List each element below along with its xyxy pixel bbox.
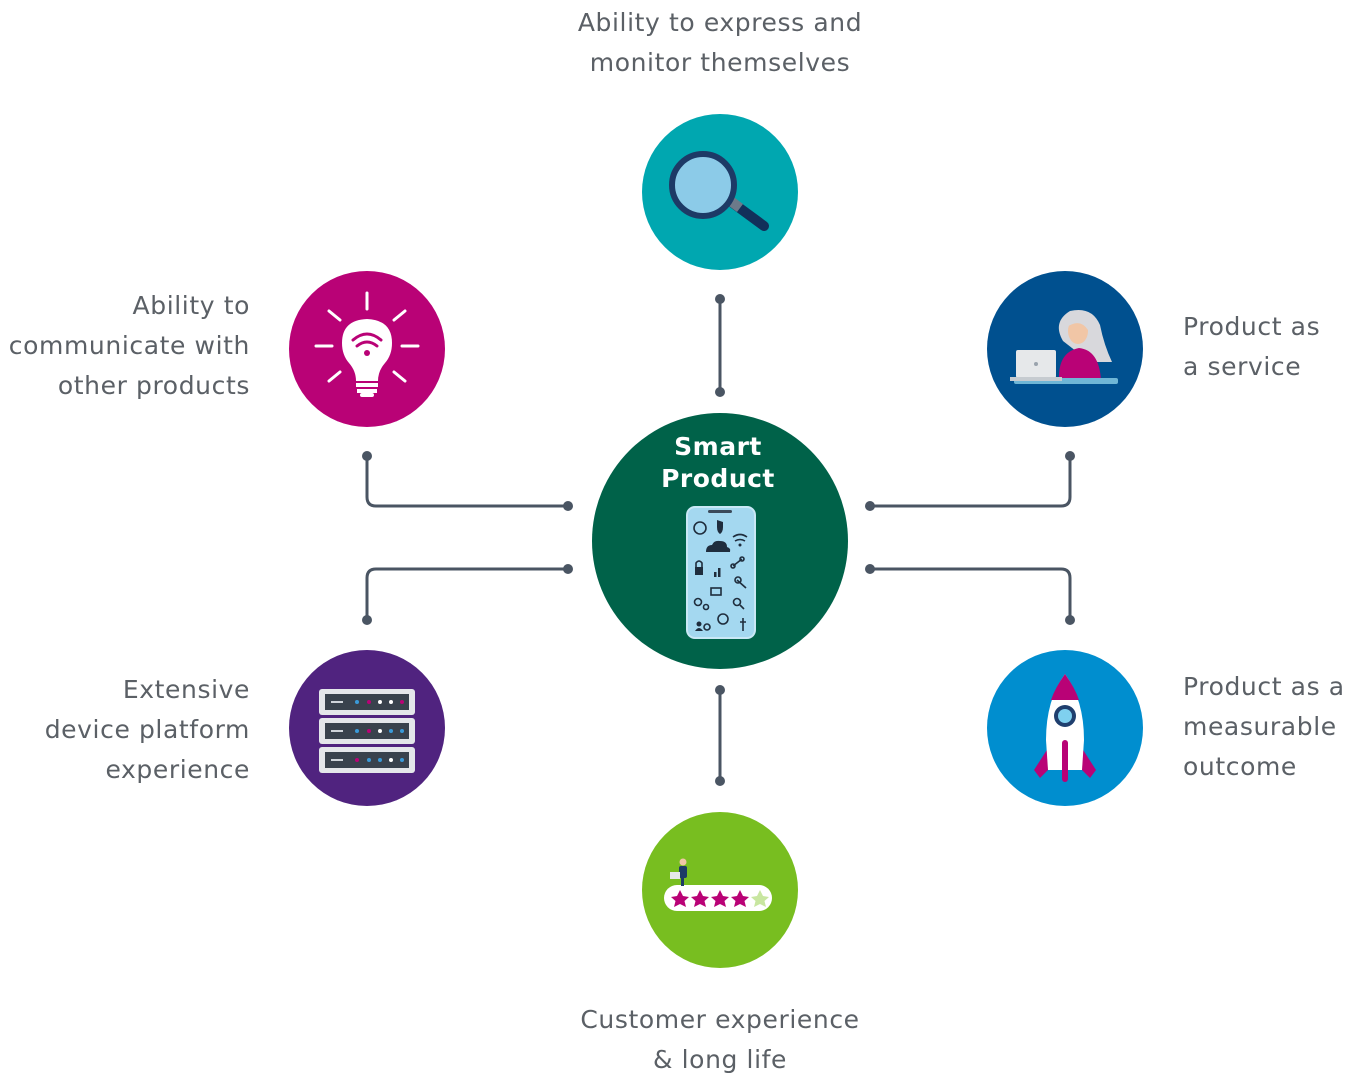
label-outcome: Product as a measurable outcome: [1183, 667, 1358, 787]
label-outcome-line1: Product as a: [1183, 672, 1345, 701]
label-outcome-line2: measurable: [1183, 712, 1337, 741]
node-outcome: [987, 650, 1143, 806]
rocket-icon: [1034, 674, 1096, 782]
node-platform: [289, 650, 445, 806]
label-customer-line2: & long life: [652, 1045, 788, 1074]
endpoint-dot: [1065, 451, 1075, 461]
label-service-line1: Product as: [1183, 312, 1321, 341]
label-platform-line1: Extensive: [122, 675, 250, 704]
label-customer: Customer experience & long life: [520, 1000, 920, 1080]
center-title-line2: Product: [661, 464, 775, 493]
endpoint-dot: [715, 776, 725, 786]
label-monitor-line1: Ability to express and: [577, 8, 863, 37]
endpoint-dot: [715, 685, 725, 695]
connector-upper-right: [870, 456, 1072, 508]
connector-upper-left: [365, 456, 568, 508]
label-service-line2: a service: [1183, 352, 1302, 381]
endpoint-dot: [1065, 615, 1075, 625]
label-communicate-line1: Ability to: [132, 291, 250, 320]
endpoint-dot: [865, 564, 875, 574]
center-title-line1: Smart: [674, 432, 762, 461]
endpoint-dot: [362, 451, 372, 461]
endpoint-dot: [865, 501, 875, 511]
service-circle: [987, 271, 1143, 427]
magnifier-icon: [669, 151, 769, 231]
endpoint-dot: [563, 501, 573, 511]
lightbulb-wifi-icon: [314, 291, 420, 397]
star-rating-icon: [664, 858, 772, 911]
connector-endpoints: [362, 294, 1075, 786]
label-customer-line1: Customer experience: [580, 1005, 860, 1034]
label-platform-line3: experience: [105, 755, 250, 784]
connector-lower-left: [365, 567, 568, 620]
node-customer: [642, 812, 798, 968]
label-outcome-line3: outcome: [1183, 752, 1297, 781]
endpoint-dot: [362, 615, 372, 625]
person-laptop-icon: [1010, 309, 1118, 384]
label-communicate-line3: other products: [57, 371, 250, 400]
label-communicate-line2: communicate with: [8, 331, 250, 360]
label-platform-line2: device platform: [44, 715, 250, 744]
smartphone-apps-icon: [686, 506, 756, 639]
node-service: [987, 271, 1143, 427]
label-platform: Extensive device platform experience: [0, 670, 250, 790]
node-monitor: [642, 114, 798, 270]
label-monitor: Ability to express and monitor themselve…: [520, 3, 920, 83]
server-rack-icon: [319, 689, 415, 773]
endpoint-dot: [715, 294, 725, 304]
endpoint-dot: [715, 387, 725, 397]
connector-lower-right: [870, 567, 1072, 620]
label-communicate: Ability to communicate with other produc…: [0, 286, 250, 406]
connectors: [365, 299, 1072, 781]
node-communicate: [289, 271, 445, 427]
label-monitor-line2: monitor themselves: [589, 48, 851, 77]
center-title: Smart Product: [600, 431, 836, 495]
label-service: Product as a service: [1183, 307, 1358, 387]
endpoint-dot: [563, 564, 573, 574]
